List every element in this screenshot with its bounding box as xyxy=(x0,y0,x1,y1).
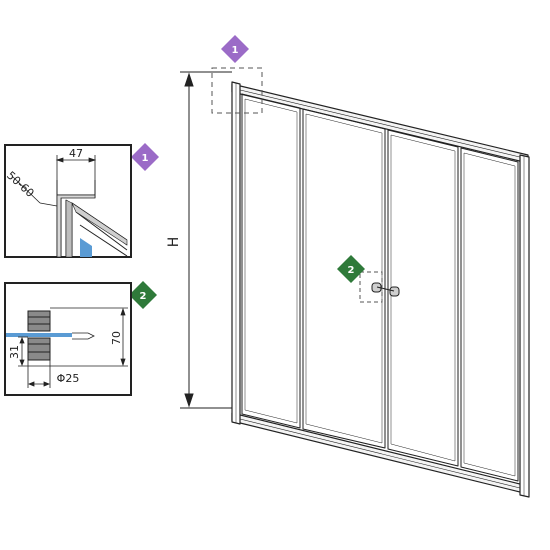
detail-2-diameter-label: Φ25 xyxy=(57,372,80,385)
detail-2-height-label: 70 xyxy=(110,331,123,345)
glass-edge-accent xyxy=(80,238,92,257)
detail-1-marker-box xyxy=(211,67,263,114)
detail-2-panel: 70 31 Φ25 xyxy=(4,282,132,396)
detail-1-width-label: 47 xyxy=(69,147,83,160)
callout-badge-1-main: 1 xyxy=(221,35,249,63)
svg-text:2: 2 xyxy=(140,291,147,302)
detail-2-offset-label: 31 xyxy=(8,345,21,359)
glass-section xyxy=(6,333,88,337)
door-panel-2 xyxy=(302,108,386,449)
door-panel-3 xyxy=(387,129,459,467)
handle-detail xyxy=(27,310,51,361)
callout-badge-1-detail: 1 xyxy=(131,143,159,171)
callout-badge-2-main: 2 xyxy=(337,255,365,283)
height-dimension xyxy=(180,71,232,409)
detail-1-panel: 47 50-60 xyxy=(4,144,132,258)
right-wall-profile xyxy=(519,154,530,498)
callout-badge-2-detail: 2 xyxy=(129,281,157,309)
svg-text:2: 2 xyxy=(348,265,355,276)
svg-text:1: 1 xyxy=(232,45,239,56)
door-handles xyxy=(371,282,400,297)
svg-text:1: 1 xyxy=(142,153,149,164)
height-label: H xyxy=(166,237,182,248)
door-panel-1 xyxy=(241,93,301,429)
door-panel-4 xyxy=(460,147,519,482)
detail-2-marker-box xyxy=(359,271,383,303)
door-assembly xyxy=(231,81,530,498)
